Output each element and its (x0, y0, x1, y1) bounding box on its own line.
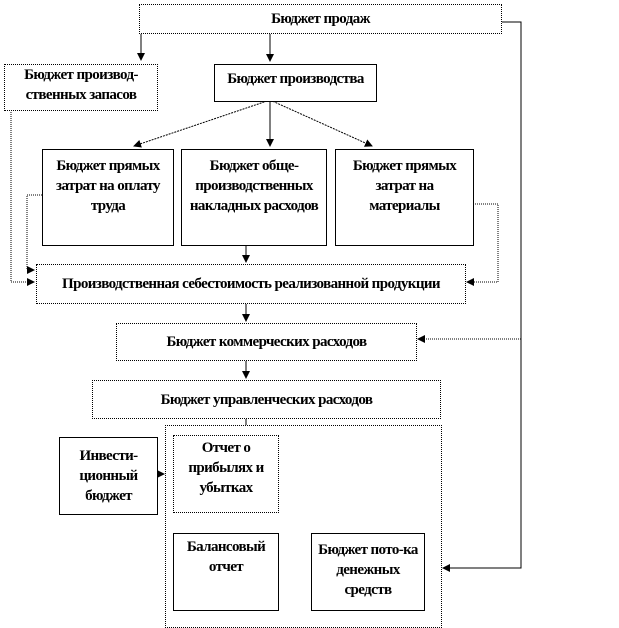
arrow-production-to-materials (269, 99, 373, 147)
investment-budget-label: Инвести-ционный бюджет (79, 448, 138, 504)
overhead-budget-box: Бюджет обще-производственных накладных р… (181, 149, 327, 246)
arrow-inventory-to-cost (10, 110, 35, 286)
income-statement-label: Отчет о прибылях и убытках (188, 440, 264, 496)
direct-materials-budget-box: Бюджет прямых затрат на материалы (335, 149, 474, 246)
direct-labor-budget-box: Бюджет прямых затрат на оплату труда (42, 149, 174, 246)
cost-of-goods-sold-label: Производственная себестоимость реализова… (62, 276, 441, 292)
sales-budget-box: Бюджет продаж (139, 4, 502, 34)
inventory-budget-label: Бюджет производ-ственных запасов (24, 67, 138, 103)
cash-flow-budget-box: Бюджет пото-ка денежных средств (311, 533, 425, 611)
cost-of-goods-sold-box: Производственная себестоимость реализова… (36, 264, 466, 304)
investment-budget-box: Инвести-ционный бюджет (59, 437, 158, 515)
direct-labor-budget-label: Бюджет прямых затрат на оплату труда (56, 158, 161, 214)
arrow-materials-to-cost (466, 203, 499, 286)
inventory-budget-box: Бюджет производ-ственных запасов (4, 64, 158, 111)
direct-materials-budget-label: Бюджет прямых затрат на материалы (352, 158, 457, 214)
admin-expenses-budget-label: Бюджет управленческих расходов (160, 391, 373, 408)
production-budget-box: Бюджет производства (214, 64, 377, 102)
overhead-budget-label: Бюджет обще-производственных накладных р… (189, 158, 319, 214)
admin-expenses-budget-box: Бюджет управленческих расходов (92, 380, 441, 419)
selling-expenses-budget-box: Бюджет коммерческих расходов (116, 323, 417, 361)
sales-budget-label: Бюджет продаж (271, 11, 370, 27)
arrow-labor-to-cost (26, 194, 42, 274)
cash-flow-budget-label: Бюджет пото-ка денежных средств (318, 542, 418, 598)
balance-sheet-label: Балансовый отчет (186, 539, 266, 575)
production-budget-label: Бюджет производства (227, 71, 364, 87)
arrow-sales-to-cashflow (442, 21, 522, 572)
selling-expenses-budget-label: Бюджет коммерческих расходов (166, 334, 367, 350)
income-statement-box: Отчет о прибылях и убытках (173, 435, 279, 513)
balance-sheet-box: Балансовый отчет (173, 533, 279, 611)
